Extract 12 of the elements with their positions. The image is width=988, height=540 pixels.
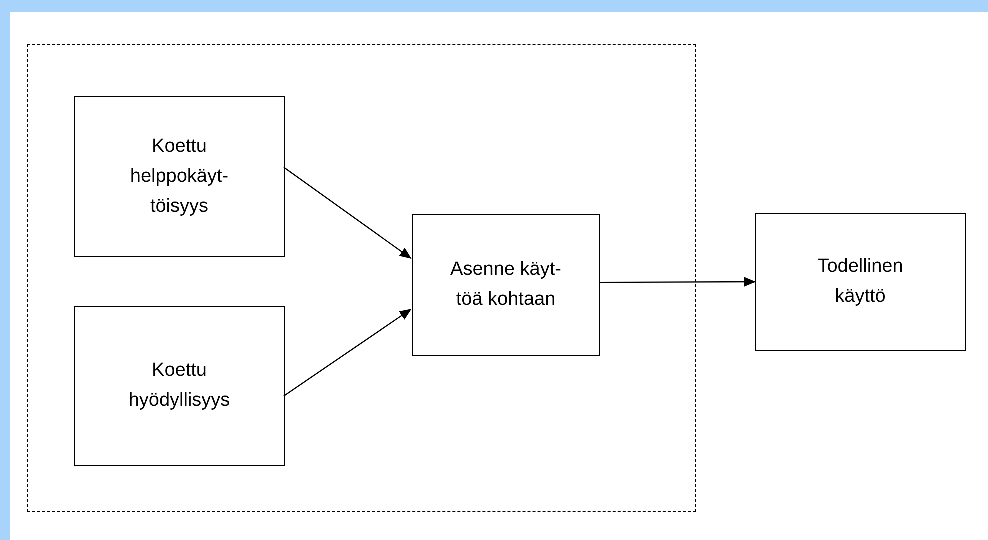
arrow [284,166,412,260]
arrow [284,309,412,397]
process-box [74,96,285,257]
box-label: Koettu hyödyllisyys [128,359,232,413]
dashed-group-boundary [27,44,696,512]
arrow [599,277,756,288]
process-box [412,214,600,356]
box-label: Koettu helppokäyt- töisyys [129,134,230,218]
box-label: Todellinen käyttö [816,255,904,309]
process-box [74,306,285,466]
box-label: Asenne käyt- töä kohtaan [450,258,562,312]
process-box [755,213,966,351]
